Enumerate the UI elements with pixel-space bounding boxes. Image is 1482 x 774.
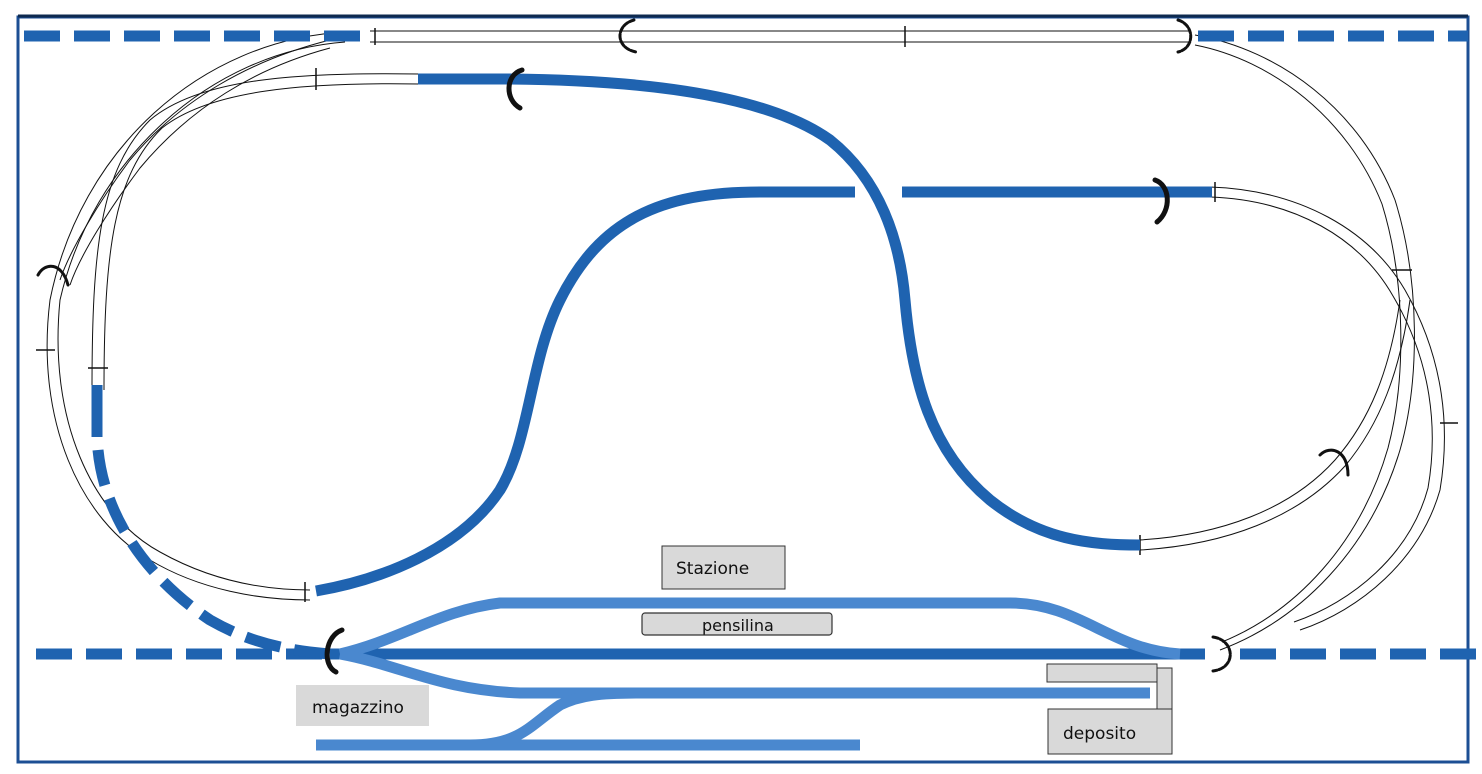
bracket-turnout-icon bbox=[1318, 448, 1350, 477]
crossing-curve-left bbox=[59, 39, 331, 281]
outer-left-loop-outline bbox=[46, 31, 346, 601]
platform-text: pensilina bbox=[702, 616, 774, 635]
lower-s-curve bbox=[315, 186, 855, 597]
station-yard-tracks bbox=[316, 597, 1181, 751]
turnouts bbox=[36, 18, 1350, 675]
right-return-curve-outline bbox=[1139, 299, 1401, 541]
hidden-track-dashed bbox=[24, 30, 1482, 660]
depot-building-top bbox=[1046, 663, 1158, 683]
outer-right-loop-outline bbox=[1194, 34, 1415, 651]
bracket-turnout-icon bbox=[324, 627, 345, 675]
platform-label: pensilina bbox=[641, 612, 833, 636]
warehouse-box bbox=[296, 685, 429, 726]
bracket-turnout-icon bbox=[506, 67, 525, 111]
upper-s-curve bbox=[418, 73, 1141, 551]
outer-left-loop-outline-inner bbox=[57, 41, 346, 591]
crossing-curve-left-2 bbox=[69, 47, 331, 286]
station-track-upper bbox=[338, 597, 1181, 660]
station-label: Stazione bbox=[661, 545, 786, 590]
depot-text: deposito bbox=[1063, 724, 1136, 744]
bracket-turnout-icon bbox=[36, 264, 70, 287]
inner-left-loop-outline-inner bbox=[103, 83, 421, 391]
bracket-turnout-icon bbox=[618, 18, 638, 54]
bracket-turnout-icon bbox=[1211, 635, 1232, 673]
platform-box bbox=[641, 612, 833, 636]
outer-right-loop-outline-inner bbox=[1194, 44, 1402, 643]
inner-right-loop-outline bbox=[1209, 186, 1445, 631]
depot-label: deposito bbox=[1046, 663, 1173, 755]
depot-box bbox=[1047, 708, 1173, 755]
right-return-curve-outline-inner bbox=[1139, 299, 1411, 551]
bracket-turnout-icon bbox=[1176, 18, 1193, 54]
inner-right-loop-outline-inner bbox=[1209, 196, 1433, 623]
sectional-track-outlines bbox=[46, 30, 1445, 651]
station-track-lower bbox=[339, 648, 1150, 699]
warehouse-label: magazzino bbox=[296, 685, 429, 726]
warehouse-text: magazzino bbox=[312, 698, 404, 718]
station-text: Stazione bbox=[676, 559, 749, 579]
track-joint-marks bbox=[36, 26, 1458, 602]
main-track bbox=[315, 73, 1212, 660]
inner-left-loop-outline bbox=[91, 73, 421, 391]
bracket-turnout-icon bbox=[1152, 177, 1170, 225]
station-box bbox=[661, 545, 786, 590]
top-straight-outline bbox=[370, 30, 1190, 43]
hidden-track-left-curve bbox=[92, 449, 331, 660]
